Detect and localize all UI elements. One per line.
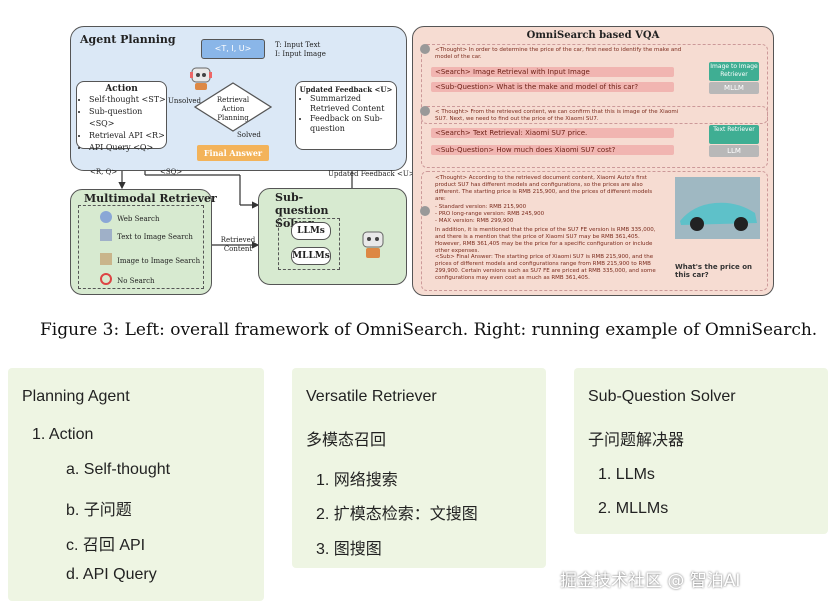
block2-thought: < Thought> From the retrieved content, w… (435, 109, 679, 122)
block1-subquestion: <Sub-Question> What is the make and mode… (431, 82, 674, 92)
card-item: 1. LLMs (598, 466, 655, 483)
action-title: Action (105, 84, 138, 94)
retriever-title: Multimodal Retriever (84, 192, 217, 205)
mllms-box: MLLMs (291, 247, 331, 265)
framework-diagram: Agent Planning <T, I, U> T: Input Text I… (0, 0, 835, 300)
sq-label: <SQ> (160, 168, 183, 176)
vqa-title: OmniSearch based VQA (526, 30, 660, 41)
card-item: a. Self-thought (66, 461, 171, 478)
card-item: b. 子问题 (66, 502, 132, 519)
rq-label: <R, Q> (90, 168, 118, 176)
block2-search: <Search> Text Retrieval: Xiaomi SU7 pric… (431, 128, 674, 138)
feedback-item: Feedback on Sub-question (310, 114, 396, 134)
updated-feedback-title: Updated Feedback <U> (299, 85, 393, 94)
retriever-item: No Search (117, 277, 155, 285)
block3-price-pro: - PRO long-range version: RMB 245,900 (435, 211, 545, 217)
watermark: 掘金技术社区 @ 智泊AI (560, 571, 741, 591)
text-to-image-row: Text to Image Search (100, 224, 193, 243)
retriever-dashed-frame (78, 205, 204, 289)
feedback-list: Summarized Retrieved Content Feedback on… (296, 94, 396, 134)
card-item: 1. 网络搜索 (316, 472, 398, 489)
input-legend-text: T: Input Text (275, 41, 321, 49)
decision-diamond (194, 82, 272, 132)
block3-price-standard: - Standard version: RMB 215,900 (435, 204, 527, 210)
no-search-row: No Search (100, 268, 155, 287)
card-item: 2. MLLMs (598, 500, 669, 517)
retriever-item: Text to Image Search (117, 233, 193, 241)
card-heading: 子问题解决器 (588, 432, 685, 449)
updated-feedback-arrow-label: Updated Feedback <U> (328, 170, 415, 178)
updated-feedback-box: Updated Feedback <U> Summarized Retrieve… (295, 81, 397, 150)
llms-box: LLMs (291, 222, 331, 240)
text-retriever-tag: Text Retriever (709, 125, 759, 144)
unsolved-label: Unsolved (168, 97, 202, 105)
action-box: Action Self-thought <ST> Sub-question <S… (76, 81, 167, 152)
card-heading: 多模态召回 (306, 432, 387, 449)
input-tuple-badge: <T, I, U> (201, 39, 265, 59)
card-item: c. 召回 API (66, 537, 146, 554)
vqa-block-2 (421, 106, 768, 168)
solver-dashed-frame (278, 218, 340, 270)
card-heading: 1. Action (32, 426, 94, 443)
card-title: Sub-Question Solver (588, 388, 736, 405)
solver-robot-icon (362, 231, 384, 258)
solved-label: Solved (237, 131, 261, 139)
block3-final-answer: <Sub> Final Answer: The starting price o… (435, 254, 656, 281)
mllm-tag: MLLM (709, 82, 759, 94)
action-item: Sub-question <SQ> (89, 106, 166, 130)
decision-label: Retrieval Action Planning (216, 96, 250, 122)
card-item: 3. 图搜图 (316, 541, 382, 558)
action-item: Self-thought <ST> (89, 94, 166, 106)
card-title: Planning Agent (22, 388, 130, 405)
feedback-item: Summarized Retrieved Content (310, 94, 396, 114)
agent-planning-title: Agent Planning (80, 33, 176, 46)
llm-tag: LLM (709, 145, 759, 157)
action-list: Self-thought <ST> Sub-question <SQ> Retr… (77, 94, 166, 154)
figure-caption: Figure 3: Left: overall framework of Omn… (40, 320, 818, 340)
web-search-row: Web Search (100, 206, 159, 225)
versatile-retriever-card: Versatile Retriever 多模态召回 1. 网络搜索 2. 扩模态… (292, 368, 546, 568)
block3-addition: In addition, it is mentioned that the pr… (435, 227, 656, 254)
image-search-icon (100, 252, 112, 265)
vqa-block-1 (421, 44, 768, 124)
car-image (675, 177, 760, 239)
retrieved-content-label: Retrieved Content (220, 236, 256, 253)
robot-icon (190, 67, 212, 90)
planning-agent-card: Planning Agent 1. Action a. Self-thought… (8, 368, 264, 601)
block3-price-max: - MAX version: RMB 299,900 (435, 218, 514, 224)
block1-search: <Search> Image Retrieval with Input Imag… (431, 67, 674, 77)
sub-question-solver-card: Sub-Question Solver 子问题解决器 1. LLMs 2. ML… (574, 368, 828, 534)
block2-subquestion: <Sub-Question> How much does Xiaomi SU7 … (431, 145, 674, 155)
card-item: d. API Query (66, 566, 157, 583)
vqa-example-panel: OmniSearch based VQA <Thought> In order … (412, 26, 774, 296)
block1-thought: <Thought> In order to determine the pric… (435, 47, 682, 60)
user-avatar-icon (420, 206, 430, 216)
retriever-item: Image to Image Search (117, 257, 201, 265)
action-item: API Query <Q> (89, 142, 166, 154)
final-answer-badge: Final Answer (197, 145, 269, 161)
user-avatar-icon (420, 106, 430, 116)
vqa-block-3 (421, 171, 768, 291)
no-search-icon (100, 272, 112, 285)
user-avatar-icon (420, 44, 430, 54)
vqa-question: What's the price on this car? (675, 263, 753, 279)
multimodal-retriever-box (70, 189, 212, 295)
document-icon (100, 228, 112, 241)
retriever-item: Web Search (117, 215, 160, 223)
action-item: Retrieval API <R> (89, 130, 166, 142)
input-legend-image: I: Input Image (275, 50, 326, 58)
card-item: 2. 扩模态检索：文搜图 (316, 506, 478, 523)
image-retriever-tag: Image to Image Retriever (709, 62, 759, 81)
card-title: Versatile Retriever (306, 388, 437, 405)
image-to-image-row: Image to Image Search (100, 248, 200, 267)
block3-thought: <Thought> According to the retrieved doc… (435, 175, 653, 202)
globe-icon (100, 210, 112, 223)
